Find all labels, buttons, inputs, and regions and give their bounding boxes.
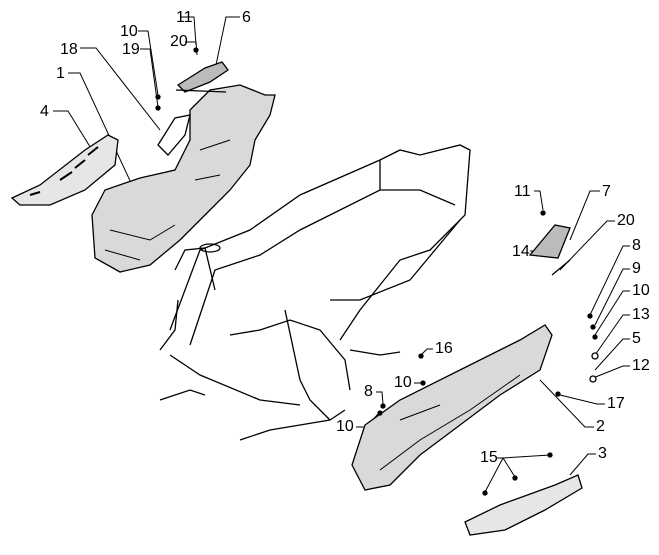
callout-7: 7: [602, 183, 611, 200]
callout-15: 15: [480, 449, 498, 466]
callout-8b: 8: [364, 383, 373, 400]
callout-9: 9: [632, 260, 641, 277]
part-2-floor-panel: [351, 324, 553, 491]
callout-19: 19: [122, 41, 140, 58]
callout-4: 4: [40, 103, 49, 120]
callout-18: 18: [60, 41, 78, 58]
frame: [159, 144, 471, 441]
callout-13: 13: [632, 306, 650, 323]
callout-10d: 10: [336, 418, 354, 435]
callout-20: 20: [170, 33, 188, 50]
callout-3: 3: [598, 445, 607, 462]
callout-14: 14: [512, 243, 530, 260]
callout-11: 11: [176, 9, 193, 26]
callout-8: 8: [632, 237, 641, 254]
callout-12: 12: [632, 357, 650, 374]
callout-10c: 10: [394, 374, 412, 391]
part-3-plate: [464, 474, 583, 536]
fasteners: [155, 47, 599, 496]
callout-16: 16: [435, 340, 453, 357]
callout-17: 17: [607, 395, 625, 412]
part-18-cover: [157, 114, 191, 156]
callout-1: 1: [56, 65, 65, 82]
callout-10: 10: [120, 23, 138, 40]
callout-2: 2: [596, 418, 605, 435]
part-6-grip: [176, 61, 229, 93]
callout-20b: 20: [617, 212, 635, 229]
part-7-grip: [528, 224, 571, 259]
leader-lines: [53, 16, 630, 493]
part-1-leg-shield: [91, 84, 276, 273]
callout-11b: 11: [514, 183, 531, 200]
callout-6: 6: [242, 9, 251, 26]
callout-5: 5: [632, 330, 641, 347]
callout-10b: 10: [632, 282, 650, 299]
